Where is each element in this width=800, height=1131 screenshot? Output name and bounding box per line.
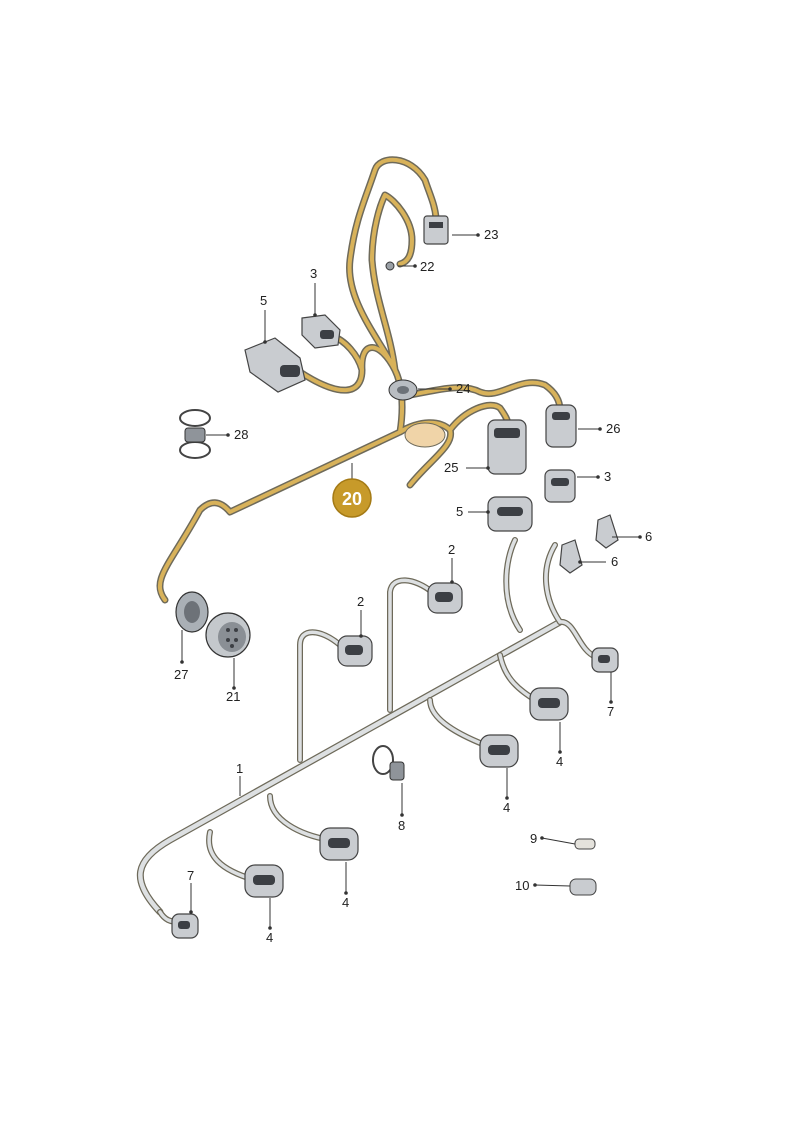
- callout-2-right: 2: [448, 542, 455, 557]
- callout-6-b: 6: [611, 554, 618, 569]
- callout-10: 10: [515, 878, 529, 893]
- upper-connectors: [179, 215, 619, 574]
- callout-2-left: 2: [357, 594, 364, 609]
- pin-9: [574, 838, 596, 850]
- base-harness-branches: [157, 537, 599, 925]
- clip-28: [179, 409, 211, 459]
- callout-1: 1: [236, 761, 243, 776]
- callout-25: 25: [444, 460, 458, 475]
- callout-7-left: 7: [187, 868, 194, 883]
- callout-3-upper: 3: [310, 266, 317, 281]
- grey-connectors: [171, 469, 619, 939]
- connector-5-upper: [244, 337, 306, 393]
- connector-23: [423, 215, 449, 245]
- callout-9: 9: [530, 831, 537, 846]
- connector-7-left: [171, 913, 199, 939]
- connector-21: [205, 612, 251, 658]
- callout-4-b: 4: [503, 800, 510, 815]
- callout-8: 8: [398, 818, 405, 833]
- callout-22: 22: [420, 259, 434, 274]
- callout-4-c: 4: [342, 895, 349, 910]
- terminal-22: [385, 261, 395, 271]
- callout-26: 26: [606, 421, 620, 436]
- connector-5-lower: [487, 496, 533, 532]
- connector-4-d: [244, 864, 284, 898]
- highlight-harness-20: [156, 156, 564, 604]
- callout-24: 24: [456, 381, 470, 396]
- callout-5-lower: 5: [456, 504, 463, 519]
- loose-parts: [372, 745, 597, 896]
- sleeve-10: [569, 878, 597, 896]
- callout-23: 23: [484, 227, 498, 242]
- round-connectors: [175, 591, 251, 658]
- connector-3-lower: [544, 469, 576, 503]
- highlight-badge-label: 20: [342, 489, 362, 509]
- callout-4-d: 4: [266, 930, 273, 945]
- callout-27: 27: [174, 667, 188, 682]
- connector-4-b: [479, 734, 519, 768]
- callout-28: 28: [234, 427, 248, 442]
- connector-2-right: [427, 582, 463, 614]
- clip-6-b: [559, 539, 583, 574]
- seal-27: [175, 591, 209, 633]
- connector-26: [545, 404, 577, 448]
- clip-8: [372, 745, 405, 781]
- highlight-badge-20: 20: [332, 478, 372, 518]
- connector-25: [487, 419, 527, 475]
- connector-7-right: [591, 647, 619, 673]
- connector-3-upper: [301, 314, 341, 349]
- callout-5-upper: 5: [260, 293, 267, 308]
- callout-labels: 23 22 3 5 24 28 26 25 3 5 6 6 2 2 27 21 …: [174, 227, 652, 945]
- connector-4-c: [319, 827, 359, 861]
- callout-21: 21: [226, 689, 240, 704]
- connector-4-a: [529, 687, 569, 721]
- clip-6-a: [595, 514, 619, 549]
- callout-6-a: 6: [645, 529, 652, 544]
- base-harness: [136, 537, 599, 925]
- grommet-24: [388, 379, 418, 401]
- callout-4-a: 4: [556, 754, 563, 769]
- leader-lines: [180, 233, 642, 930]
- connector-2-left: [337, 635, 373, 667]
- callout-3-lower: 3: [604, 469, 611, 484]
- callout-7-right: 7: [607, 704, 614, 719]
